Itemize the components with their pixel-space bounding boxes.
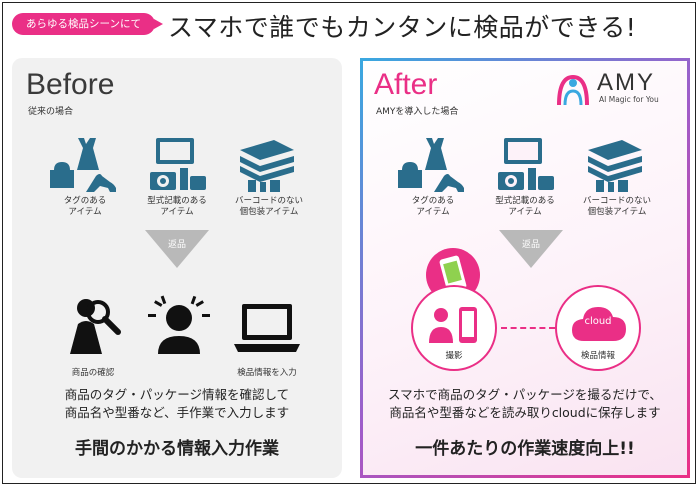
books-bottles-icon [240,140,294,192]
person-phone-icon [429,307,477,343]
result-check: 商品の確認 [48,294,138,378]
amy-logo: AMY AI Magic for You [553,69,673,109]
down-arrow-icon [145,230,209,268]
after-item-model: 型式記載のあるアイテム [480,136,570,218]
before-title: Before [26,68,115,101]
item-tagged-label-2: アイテム [68,207,102,217]
after-item-tagged-label-1: タグのある [411,196,455,206]
after-conclusion: 一件あたりの作業速度向上!! [415,439,635,459]
before-description: 商品のタグ・パッケージ情報を確認して 商品名や型番など、手作業で入力します [12,386,342,422]
item-model: 型式記載のあるアイテム [132,136,222,218]
after-desc-line-2: 商品名や型番などを読み取りcloudに保存します [389,405,661,420]
before-arrow-label: 返品 [167,240,186,250]
scene-tag: あらゆる検品シーンにて [12,13,163,35]
after-item-nobarcode-label-1: バーコードのない [582,196,651,206]
after-panel: After AMYを導入した場合 AMY AI Magic for You タグ… [360,58,690,478]
item-model-label-1: 型式記載のある [147,196,207,206]
monitor-camera-icon [150,138,206,190]
after-title: After [374,68,438,101]
result-input: 検品情報を入力 [222,294,312,378]
before-return-arrow: 返品 [145,230,209,268]
headline: スマホで誰でもカンタンに検品ができる! [168,13,637,42]
item-nobarcode-label-1: バーコードのない [234,196,303,206]
after-return-arrow: 返品 [499,230,563,268]
after-items: タグのあるアイテム 型式記載のあるアイテム [363,136,687,226]
books-bottles-icon [588,140,642,192]
after-desc-line-1: スマホで商品のタグ・パッケージを撮るだけで、 [388,387,662,402]
result-check-label: 商品の確認 [71,368,115,378]
cloud-text: cloud [584,316,612,327]
item-model-label-2: アイテム [160,207,194,217]
amy-logo-name: AMY [597,69,656,96]
amy-logo-tagline: AI Magic for You [599,95,659,104]
item-tagged-label-1: タグのある [63,196,107,206]
cloud-label: 検品情報 [580,351,615,361]
before-conclusion: 手間のかかる情報入力作業 [75,439,279,459]
after-item-nobarcode: バーコードのない個包装アイテム [572,136,662,218]
stressed-person-icon [148,295,210,354]
down-arrow-icon [499,230,563,268]
outer-frame [2,2,696,484]
after-subtitle: AMYを導入した場合 [376,107,459,117]
shoot-circle: 撮影 [411,285,497,371]
result-input-label: 検品情報を入力 [237,368,297,378]
laptop-icon [234,304,300,352]
before-panel: Before 従来の場合 タグのあるアイテム [12,58,342,478]
before-subtitle: 従来の場合 [28,107,74,117]
before-desc-line-2: 商品名や型番など、手作業で入力します [64,405,290,420]
connector-line [501,327,555,329]
after-item-nobarcode-label-2: 個包装アイテム [587,207,647,217]
dress-bag-heel-icon [50,138,116,192]
item-nobarcode-label-2: 個包装アイテム [239,207,299,217]
after-item-model-label-1: 型式記載のある [495,196,555,206]
monitor-camera-icon [498,138,554,190]
person-magnifier-icon [70,299,121,354]
shoot-label: 撮影 [445,351,463,361]
item-tagged: タグのあるアイテム [40,136,130,218]
after-item-tagged-label-2: アイテム [416,207,450,217]
result-stress [134,294,224,362]
cloud-circle: cloud 検品情報 [555,285,641,371]
cloud-icon [572,307,626,341]
after-item-tagged: タグのあるアイテム [388,136,478,218]
item-nobarcode: バーコードのない個包装アイテム [224,136,314,218]
amy-logo-icon [557,74,589,106]
after-description: スマホで商品のタグ・パッケージを撮るだけで、 商品名や型番などを読み取りclou… [363,386,687,422]
before-desc-line-1: 商品のタグ・パッケージ情報を確認して [64,387,290,402]
before-items: タグのあるアイテム 型式記載のあるアイテム [12,136,342,226]
after-item-model-label-2: アイテム [508,207,542,217]
after-arrow-label: 返品 [521,240,540,250]
dress-bag-heel-icon [398,138,464,192]
